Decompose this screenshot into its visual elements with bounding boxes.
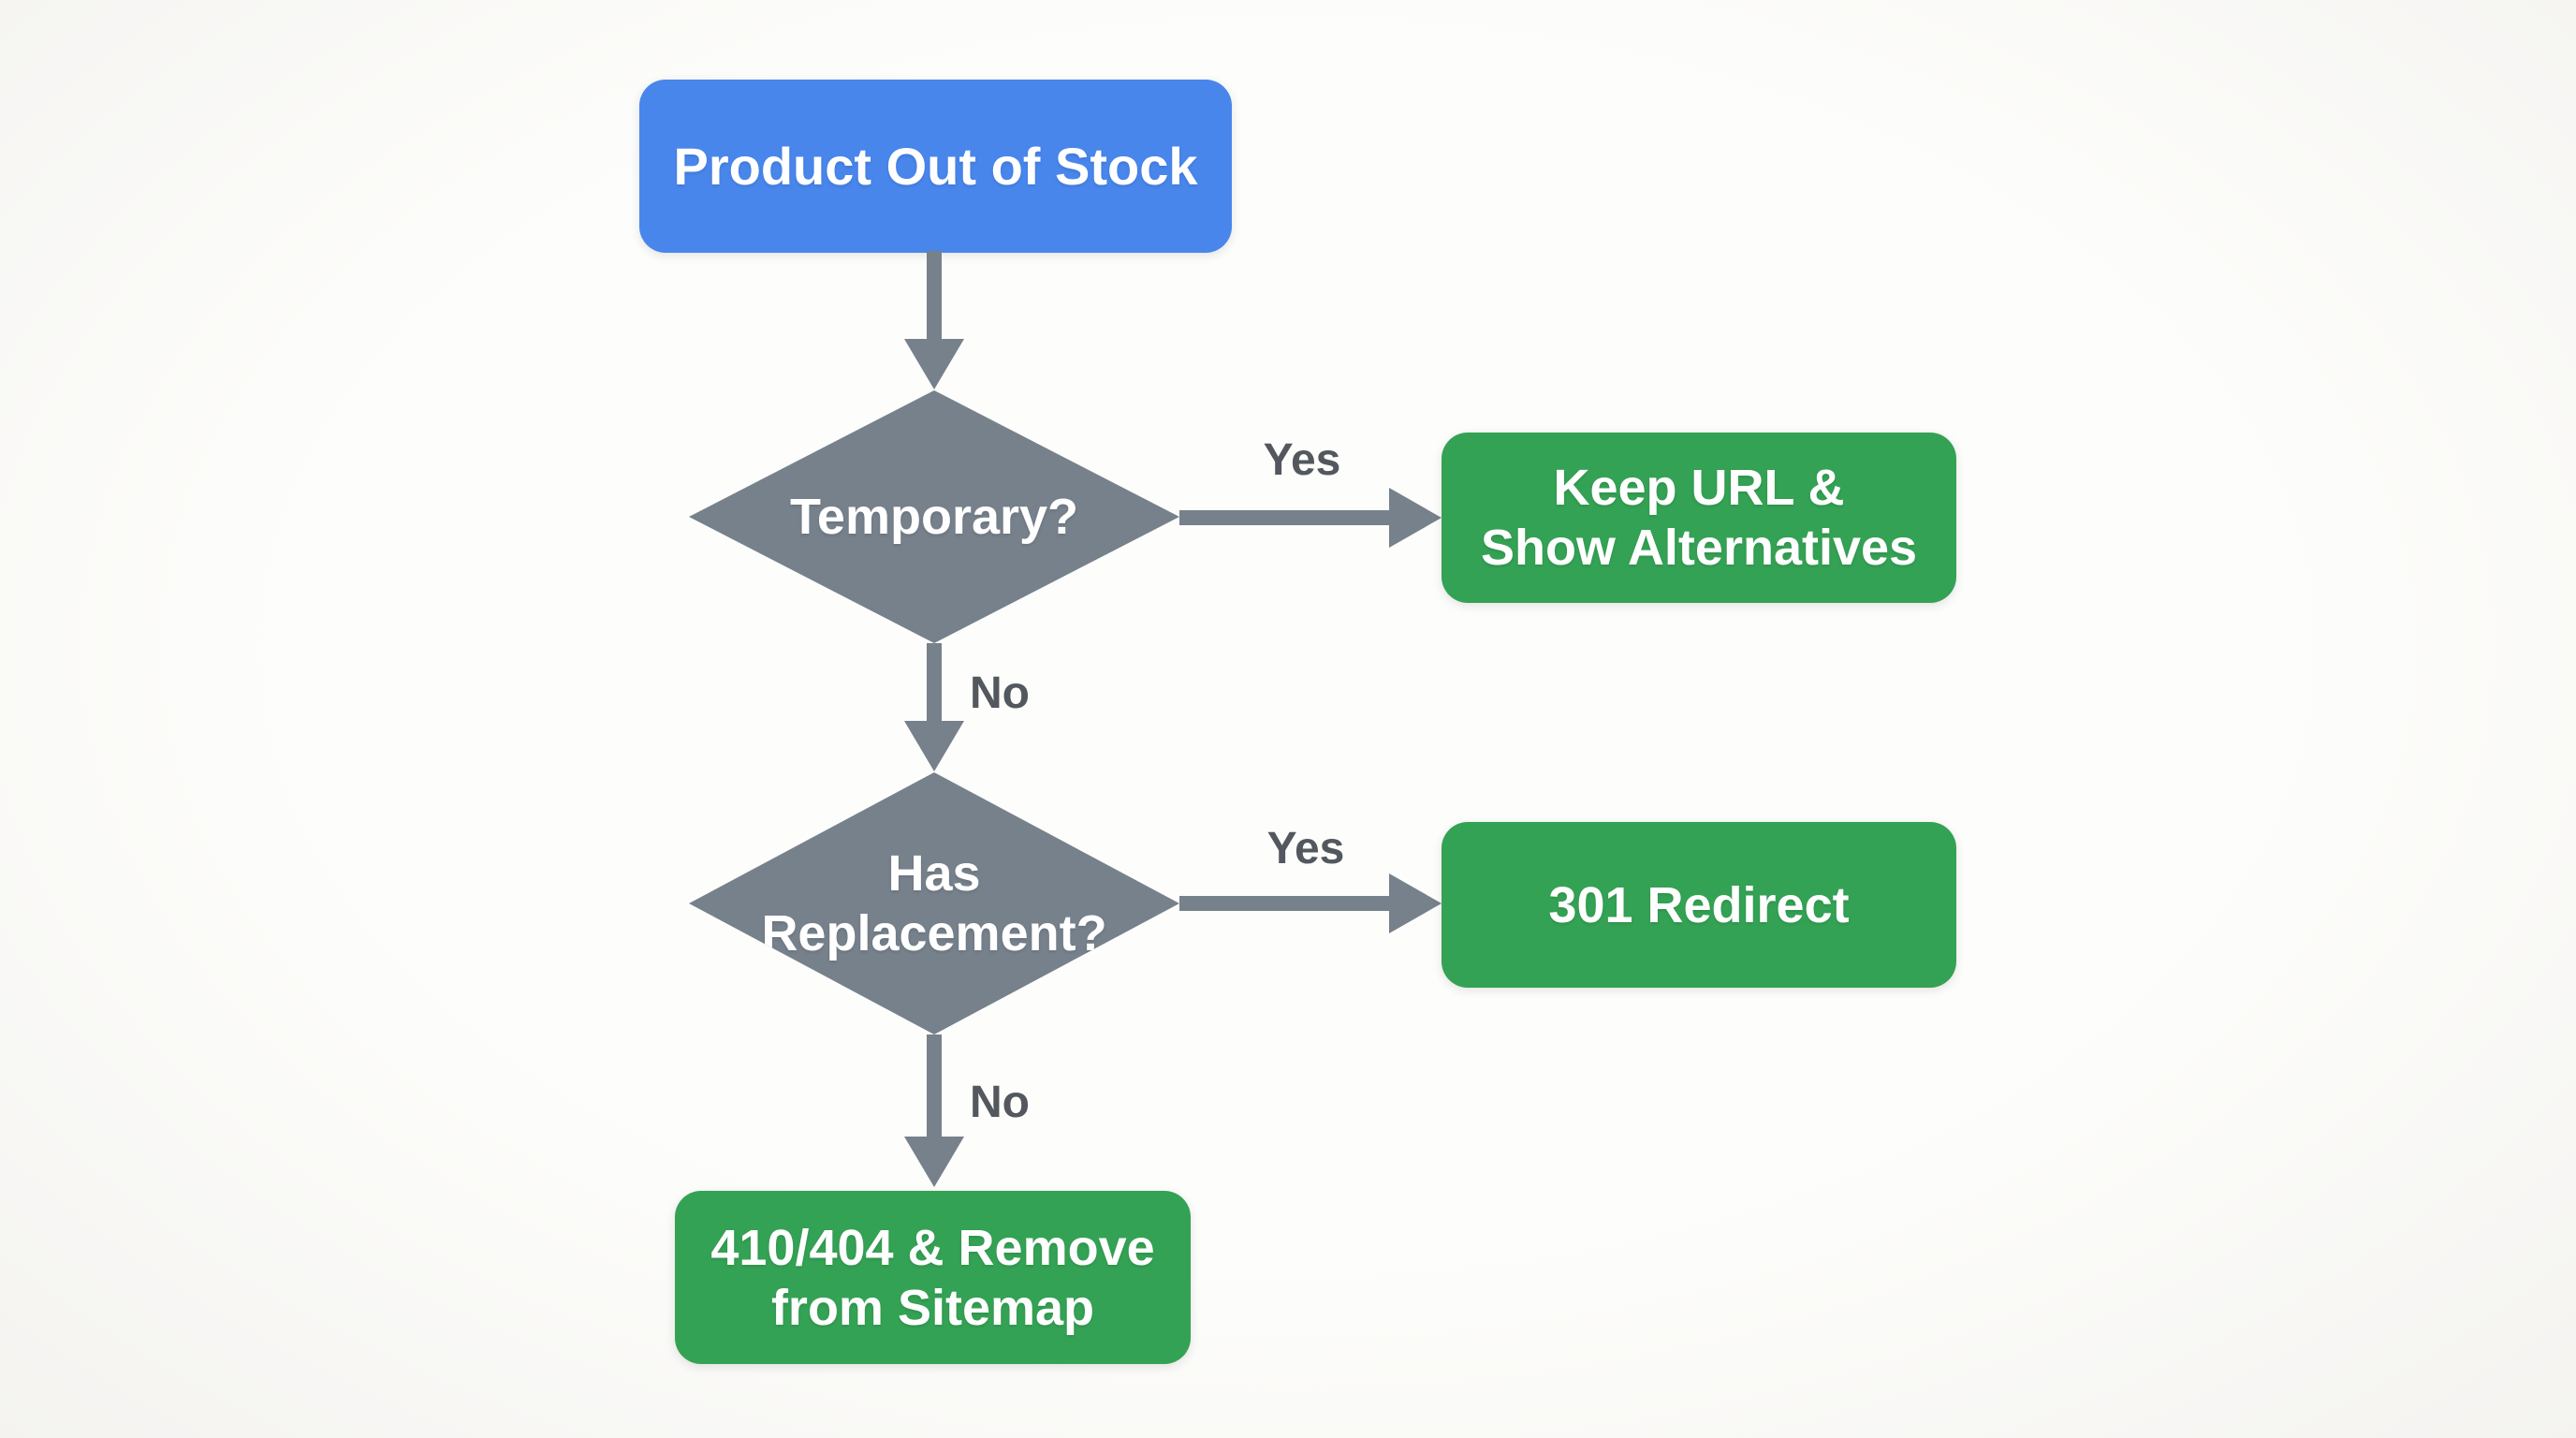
edge-temporary-yes-shaft	[1179, 510, 1389, 525]
arrow-right-icon	[1389, 873, 1442, 933]
node-product-out-of-stock-label: Product Out of Stock	[673, 137, 1198, 196]
edge-temporary-no-label: No	[970, 668, 1030, 718]
edge-has-replacement-no-shaft	[927, 1034, 942, 1137]
node-temporary-decision-label: Temporary?	[789, 489, 1079, 545]
node-temporary-decision: Temporary?	[689, 390, 1179, 643]
arrow-down-icon	[904, 721, 964, 771]
edge-has-replacement-yes-label: Yes	[1266, 824, 1345, 873]
node-remove-line2: from Sitemap	[770, 1279, 1095, 1336]
edge-start-to-temporary-shaft	[927, 251, 942, 339]
arrow-right-icon	[1389, 488, 1442, 548]
node-has-replacement-line2: Replacement?	[761, 905, 1107, 961]
node-keep-url-line2: Show Alternatives	[1480, 520, 1918, 576]
node-product-out-of-stock: Product Out of Stock	[639, 80, 1232, 253]
node-has-replacement-decision: Has Replacement?	[689, 772, 1179, 1034]
edge-has-replacement-yes-shaft	[1179, 896, 1389, 911]
node-keep-url-show-alternatives: Keep URL & Show Alternatives	[1442, 433, 1956, 603]
edge-temporary-no-shaft	[927, 643, 942, 721]
node-remove-line1: 410/404 & Remove	[710, 1219, 1155, 1276]
arrow-down-icon	[904, 339, 964, 389]
node-410-404-remove-from-sitemap: 410/404 & Remove from Sitemap	[675, 1191, 1191, 1364]
node-301-redirect: 301 Redirect	[1442, 822, 1956, 988]
arrow-down-icon	[904, 1137, 964, 1187]
edge-has-replacement-no-label: No	[970, 1078, 1030, 1127]
node-keep-url-line1: Keep URL &	[1553, 460, 1845, 516]
node-301-redirect-label: 301 Redirect	[1548, 876, 1850, 933]
node-has-replacement-line1: Has	[887, 845, 981, 902]
edge-temporary-yes-label: Yes	[1263, 435, 1341, 485]
